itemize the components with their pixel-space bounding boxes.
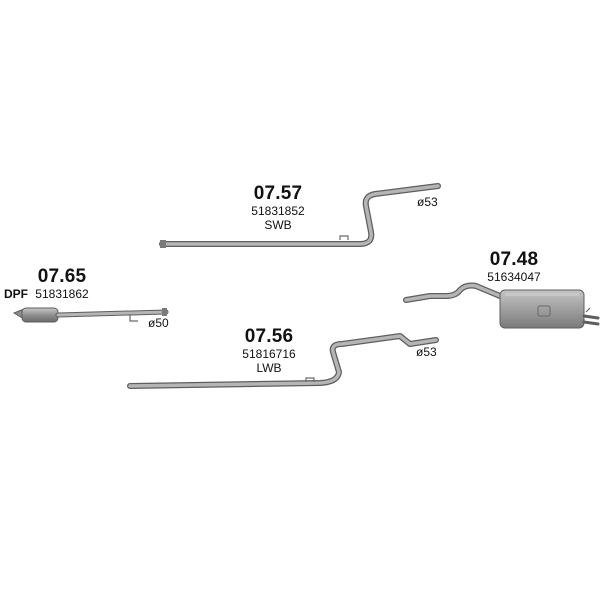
part-label-07-65: 07.65 51831862 <box>22 266 102 302</box>
diameter-label: ø50 <box>148 316 169 330</box>
part-number: 07.65 <box>37 266 87 287</box>
part-number: 07.48 <box>489 249 539 270</box>
part-label-07-56: 07.56 51816716 LWB <box>229 326 309 375</box>
diameter-label: ø53 <box>417 195 438 209</box>
oem-number: 51634047 <box>487 269 541 284</box>
dpf-tag: DPF <box>4 287 28 301</box>
part-label-07-57: 07.57 51831852 SWB <box>238 183 318 232</box>
oem-number: 51816716 <box>242 346 296 361</box>
muffler-07-48 <box>403 282 600 329</box>
pipe-07-56 <box>127 333 439 389</box>
variant-label: LWB <box>256 360 282 375</box>
part-number: 07.56 <box>244 326 294 347</box>
oem-number: 51831852 <box>251 203 305 218</box>
part-number: 07.57 <box>253 183 303 204</box>
part-label-07-48: 07.48 51634047 <box>474 249 554 285</box>
pipe-07-57 <box>159 183 441 248</box>
variant-label: SWB <box>264 217 292 232</box>
oem-number: 51831862 <box>35 286 89 301</box>
pipe-07-65 <box>12 307 169 323</box>
diameter-label: ø53 <box>416 345 437 359</box>
